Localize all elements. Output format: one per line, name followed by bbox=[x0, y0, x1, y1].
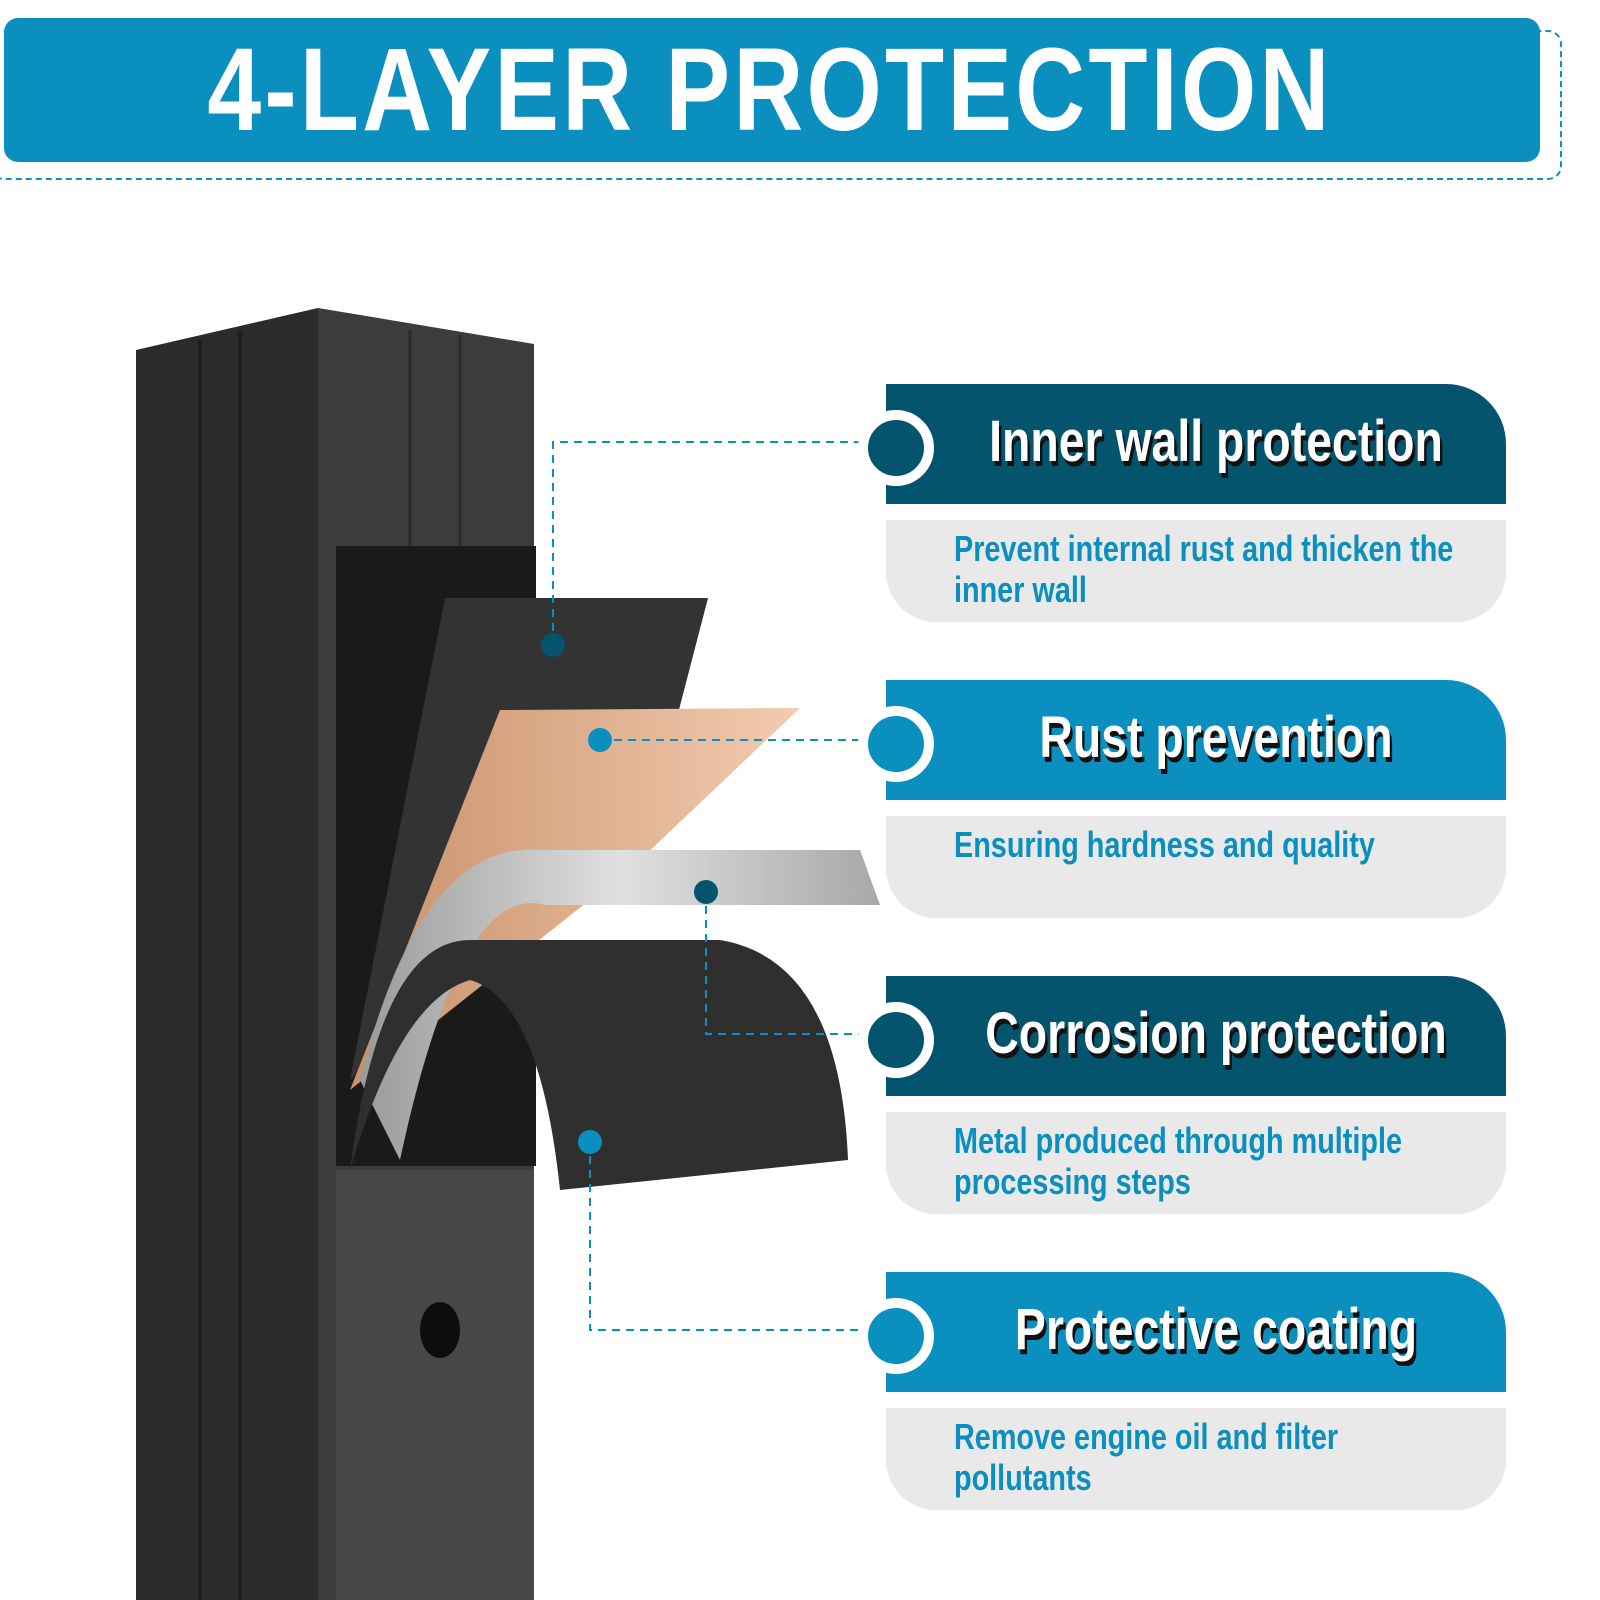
layer-card-corrosion: Corrosion protection Metal produced thro… bbox=[858, 976, 1506, 1214]
circle-marker-icon bbox=[858, 1002, 934, 1078]
title-banner bbox=[4, 18, 1540, 162]
layer-description: Metal produced through multiple processi… bbox=[954, 1120, 1402, 1202]
circle-marker-icon bbox=[858, 1298, 934, 1374]
marker-dot bbox=[694, 880, 718, 904]
layer-coating bbox=[350, 940, 848, 1190]
layer-card-inner-wall: Inner wall protection Prevent internal r… bbox=[858, 384, 1506, 622]
layer-description: Prevent internal rust and thicken the in… bbox=[954, 528, 1454, 610]
layer-steel bbox=[360, 849, 880, 1160]
circle-marker-icon bbox=[858, 410, 934, 486]
leader-lines bbox=[552, 441, 886, 1331]
layer-description: Ensuring hardness and quality bbox=[954, 824, 1375, 865]
layer-title: Rust prevention bbox=[1039, 705, 1393, 770]
layer-title: Corrosion protection bbox=[985, 1001, 1447, 1066]
circle-marker-icon bbox=[858, 706, 934, 782]
layer-description: Remove engine oil and filter pollutants bbox=[954, 1416, 1339, 1498]
marker-dot bbox=[541, 633, 565, 657]
marker-dot bbox=[578, 1130, 602, 1154]
post-hole bbox=[420, 1302, 460, 1358]
marker-dot bbox=[588, 728, 612, 752]
layer-title: Inner wall protection bbox=[989, 409, 1443, 474]
layer-title: Protective coating bbox=[1014, 1297, 1418, 1362]
page-title: 4-LAYER PROTECTION bbox=[207, 24, 1333, 156]
post-left-face bbox=[136, 308, 318, 1600]
layer-card-coating: Protective coating Remove engine oil and… bbox=[858, 1272, 1506, 1510]
layer-card-rust: Rust prevention Ensuring hardness and qu… bbox=[858, 680, 1506, 918]
